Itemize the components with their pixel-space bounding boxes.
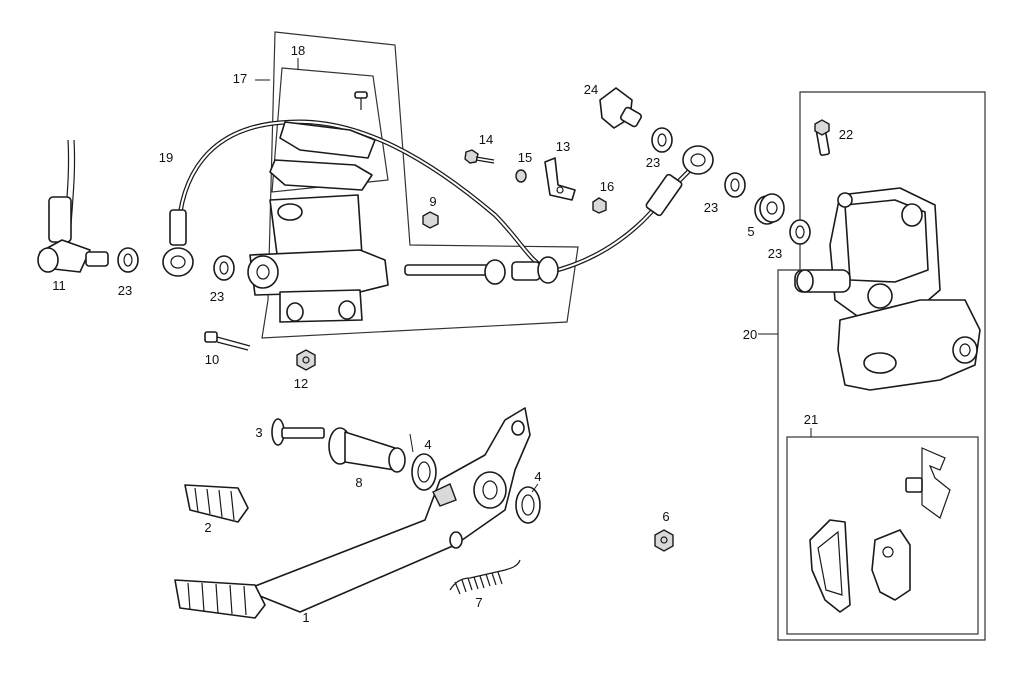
- callout-12: 12: [294, 376, 308, 391]
- part-4-washer-a: [411, 453, 437, 491]
- callout-15: 15: [518, 150, 532, 165]
- callout-20: 20: [743, 327, 757, 342]
- part-21-pad-spring: [905, 447, 951, 519]
- part-23-washer-c: [651, 127, 673, 153]
- callout-23: 23: [768, 246, 782, 261]
- part-11-banjo-hose: [37, 139, 109, 273]
- part-21-brake-pad-right: [871, 529, 911, 601]
- frame-17-master-cylinder-kit: [261, 31, 579, 339]
- leader-lines: [255, 58, 812, 493]
- callout-21: 21: [804, 412, 818, 427]
- part-23-washer-d: [724, 172, 746, 198]
- callout-23: 23: [210, 289, 224, 304]
- callout-11: 11: [52, 278, 66, 293]
- part-3-pivot-bolt: [271, 418, 325, 446]
- part-10-bolt: [204, 331, 251, 351]
- part-17-master-cylinder: [247, 194, 541, 323]
- part-21-brake-pad-left: [809, 519, 851, 613]
- callout-14: 14: [479, 132, 493, 147]
- callout-13: 13: [556, 139, 570, 154]
- part-9-nut: [422, 211, 439, 229]
- part-5-spacer: [754, 193, 785, 225]
- callout-19: 19: [159, 150, 173, 165]
- callout-8: 8: [355, 475, 362, 490]
- callout-17: 17: [233, 71, 247, 86]
- part-22-bleed-screw: [814, 119, 831, 156]
- part-23-washer-e: [789, 219, 811, 245]
- callout-23: 23: [704, 200, 718, 215]
- part-18-cap-screw: [354, 91, 368, 110]
- part-1-pedal-tip-rubber: [174, 579, 266, 619]
- part-2-pedal-rubber: [184, 484, 249, 523]
- part-7-return-spring: [449, 559, 521, 595]
- part-24-bleed-bolt: [599, 87, 642, 129]
- part-20-caliper: [794, 187, 981, 391]
- callout-4: 4: [424, 437, 431, 452]
- part-14-bolt: [464, 149, 495, 164]
- part-12-nut: [296, 349, 316, 371]
- callout-16: 16: [600, 179, 614, 194]
- callout-10: 10: [205, 352, 219, 367]
- callout-23: 23: [646, 155, 660, 170]
- part-8-pivot-bush: [328, 427, 406, 473]
- part-19-brake-hose: [162, 119, 551, 277]
- part-1-brake-pedal: [244, 407, 531, 613]
- callout-4: 4: [534, 469, 541, 484]
- part-18-reservoir-cap: [269, 121, 376, 191]
- callout-5: 5: [747, 224, 754, 239]
- callout-9: 9: [429, 194, 436, 209]
- part-23-washer-a: [117, 247, 139, 273]
- brake-hose-to-caliper: [537, 145, 714, 284]
- callout-1: 1: [302, 610, 309, 625]
- part-13-clip: [544, 157, 576, 201]
- part-23-washer-b: [213, 255, 235, 281]
- callout-7: 7: [475, 595, 482, 610]
- callout-2: 2: [204, 520, 211, 535]
- frame-21-brake-pads: [786, 436, 979, 635]
- part-4-washer-b: [515, 486, 541, 524]
- callout-18: 18: [291, 43, 305, 58]
- part-6-nut: [654, 529, 674, 552]
- part-15-washer: [515, 169, 527, 183]
- callouts: 1 2 3 4 4 5 6 7 8 9 10 11 12 13 14 15 16…: [52, 43, 853, 625]
- callout-23: 23: [118, 283, 132, 298]
- callout-6: 6: [662, 509, 669, 524]
- callout-24: 24: [584, 82, 598, 97]
- part-16-nut: [592, 197, 607, 214]
- callout-3: 3: [255, 425, 262, 440]
- callout-22: 22: [839, 127, 853, 142]
- frame-18-reservoir-cap: [271, 67, 389, 193]
